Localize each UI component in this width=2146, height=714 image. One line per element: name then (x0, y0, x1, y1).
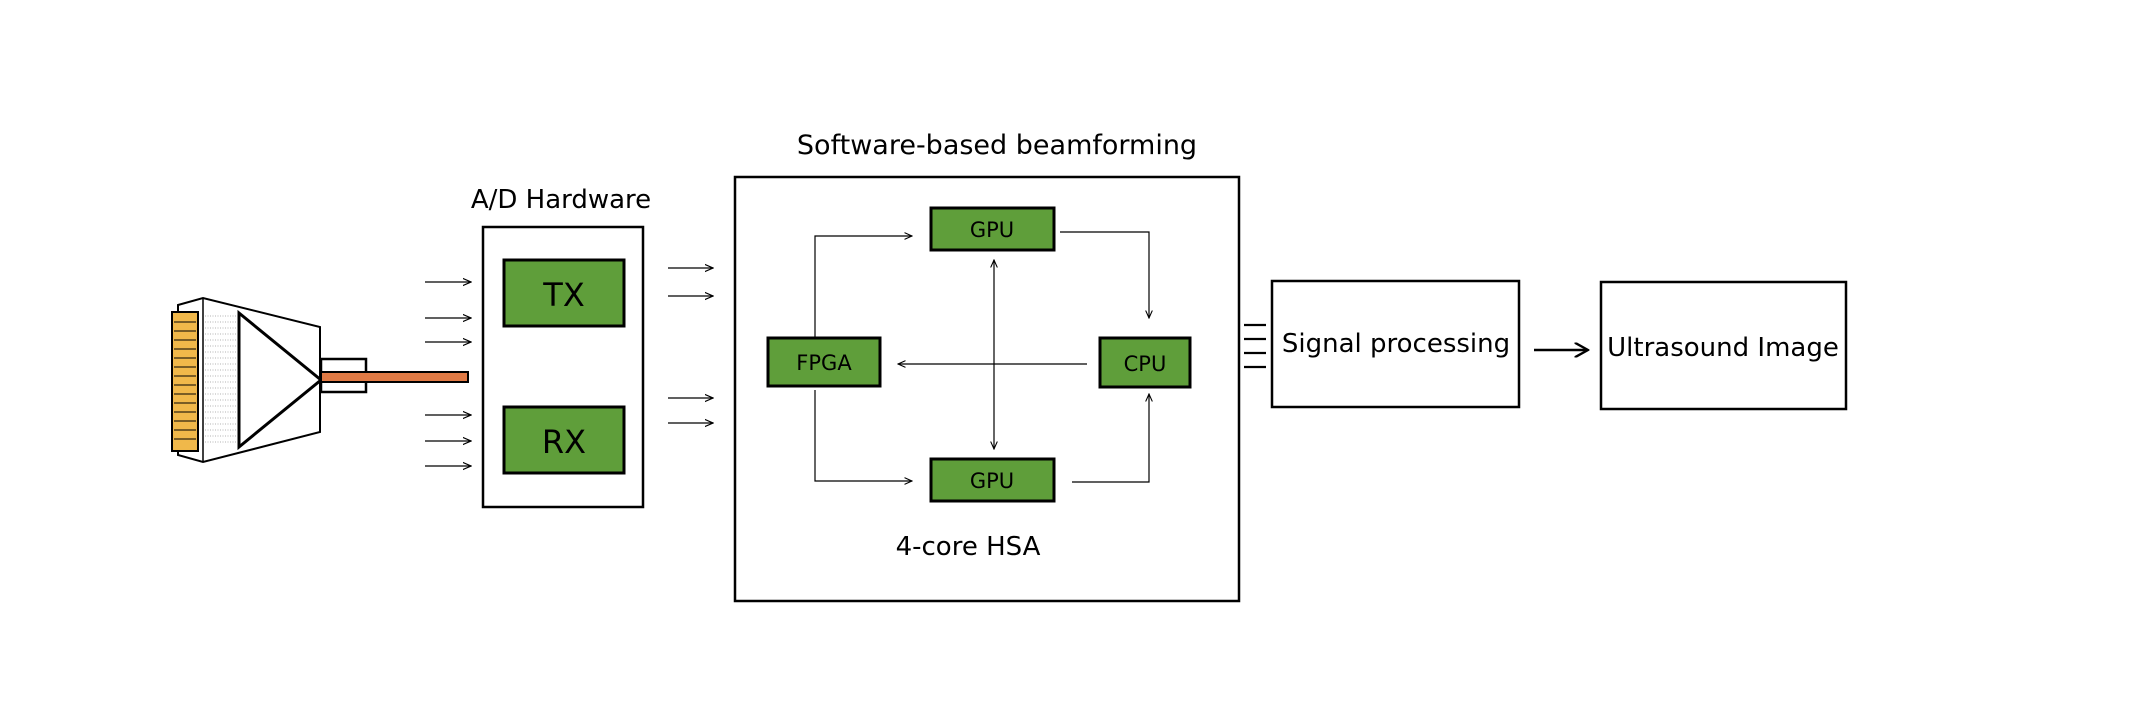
fpga-block (766, 336, 882, 388)
rx-label: RX (542, 423, 586, 461)
data-bus-icon (1244, 323, 1266, 369)
rx-block (502, 405, 626, 475)
probe-to-ad-arrows (425, 282, 471, 466)
gpu-bottom-block (929, 457, 1056, 503)
beamforming-title: Software-based beamforming (797, 130, 1197, 161)
gpu-bottom-label: GPU (970, 469, 1014, 493)
ultrasound-image-label: Ultrasound Image (1607, 333, 1839, 363)
cpu-block (1098, 336, 1192, 389)
hsa-connections (814, 231, 1149, 482)
ultrasound-probe-icon (171, 296, 469, 464)
tx-block (502, 258, 626, 328)
signal-processing-label: Signal processing (1282, 329, 1510, 359)
hsa-caption: 4-core HSA (896, 532, 1041, 562)
cpu-label: CPU (1124, 352, 1167, 376)
ad-to-beamformer-arrows (668, 268, 713, 423)
tx-label: TX (542, 276, 584, 314)
gpu-top-block (929, 206, 1056, 252)
fpga-label: FPGA (796, 351, 852, 375)
signal-processing-box (1270, 279, 1521, 409)
gpu-top-label: GPU (970, 218, 1014, 242)
transducer-array-icon (171, 311, 199, 452)
ultrasound-image-box (1599, 280, 1848, 411)
probe-cable-icon (320, 371, 469, 383)
ad-hardware-label: A/D Hardware (471, 185, 651, 215)
